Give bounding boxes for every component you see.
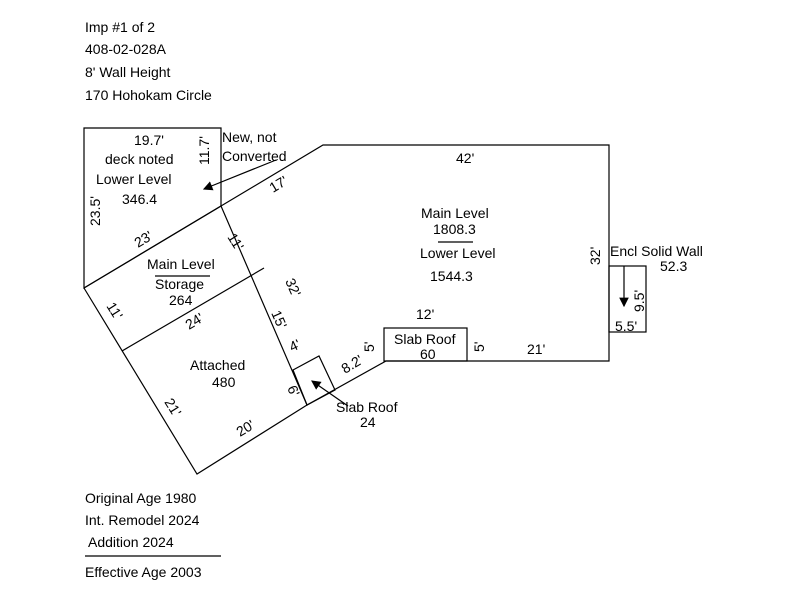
garage-area: 480 <box>212 374 236 390</box>
footer-line-1: Original Age 1980 <box>85 490 197 506</box>
slab-roof-big-outline <box>383 327 468 362</box>
footer-line-4: Effective Age 2003 <box>85 564 202 580</box>
deck-note: deck noted <box>105 151 174 167</box>
slab-roof-arrow <box>311 380 349 407</box>
storage-top-wall <box>83 205 222 289</box>
slab-big-dim-right: 5' <box>471 342 487 352</box>
storage-dim-left: 11' <box>103 299 126 322</box>
footer-line-2: Int. Remodel 2024 <box>85 512 200 528</box>
callout-line-1: New, not <box>222 129 277 145</box>
encl-dim-h: 9.5' <box>631 290 647 312</box>
garage-dim-upper: 15' <box>268 308 290 331</box>
slab-small-area: 24 <box>360 414 376 430</box>
main-dim-diag: 17' <box>266 172 290 195</box>
deck-label: Lower Level <box>96 171 172 187</box>
deck-area: 346.4 <box>122 191 157 207</box>
slab-small-dim-diag: 8.2' <box>338 351 365 376</box>
deck-dim-left: 23.5' <box>87 196 103 226</box>
storage-label-2: Storage <box>155 276 204 292</box>
slab-small-dim-b: 6' <box>284 383 303 399</box>
main-area-2: 1544.3 <box>430 268 473 284</box>
header-line-1: Imp #1 of 2 <box>85 19 155 35</box>
garage-dim-left: 21' <box>161 395 184 419</box>
deck-dim-side: 11.7' <box>196 136 212 165</box>
garage-label: Attached <box>190 357 245 373</box>
storage-label-1: Main Level <box>147 256 215 272</box>
main-label-1: Main Level <box>421 205 489 221</box>
slab-small-dim-a: 4' <box>287 336 303 355</box>
storage-bottom-wall <box>121 267 265 352</box>
slab-big-area: 60 <box>420 346 436 362</box>
slab-big-dim-left: 5' <box>361 342 377 352</box>
header-line-2: 408-02-028A <box>85 41 167 57</box>
encl-area: 52.3 <box>660 258 687 274</box>
storage-dim-right: 11' <box>224 230 247 253</box>
deck-dim-top: 19.7' <box>134 132 164 148</box>
footer-line-3: Addition 2024 <box>88 534 174 550</box>
slab-roof-small-outline <box>292 355 336 406</box>
main-dim-right: 32' <box>587 247 603 265</box>
main-dim-top: 42' <box>456 150 474 166</box>
main-area-1: 1808.3 <box>433 221 476 237</box>
main-dim-bottom-a: 12' <box>416 306 434 322</box>
encl-solid-wall-outline <box>608 265 647 333</box>
encl-label: Encl Solid Wall <box>610 243 703 259</box>
header-line-3: 8' Wall Height <box>85 64 171 80</box>
garage-dim-long: 32' <box>282 276 304 299</box>
callout-arrow <box>202 159 277 191</box>
main-dim-bottom-b: 21' <box>527 341 545 357</box>
main-label-2: Lower Level <box>420 245 496 261</box>
callout-line-2: Converted <box>222 148 287 164</box>
slab-small-label: Slab Roof <box>336 399 398 415</box>
storage-dim-bottom: 24' <box>182 309 206 332</box>
header-line-4: 170 Hohokam Circle <box>85 87 212 103</box>
garage-dim-bottom: 20' <box>233 416 257 439</box>
encl-dim-w: 5.5' <box>615 318 637 334</box>
storage-area: 264 <box>169 292 193 308</box>
slab-big-label: Slab Roof <box>394 331 456 347</box>
garage-outline <box>83 287 308 475</box>
